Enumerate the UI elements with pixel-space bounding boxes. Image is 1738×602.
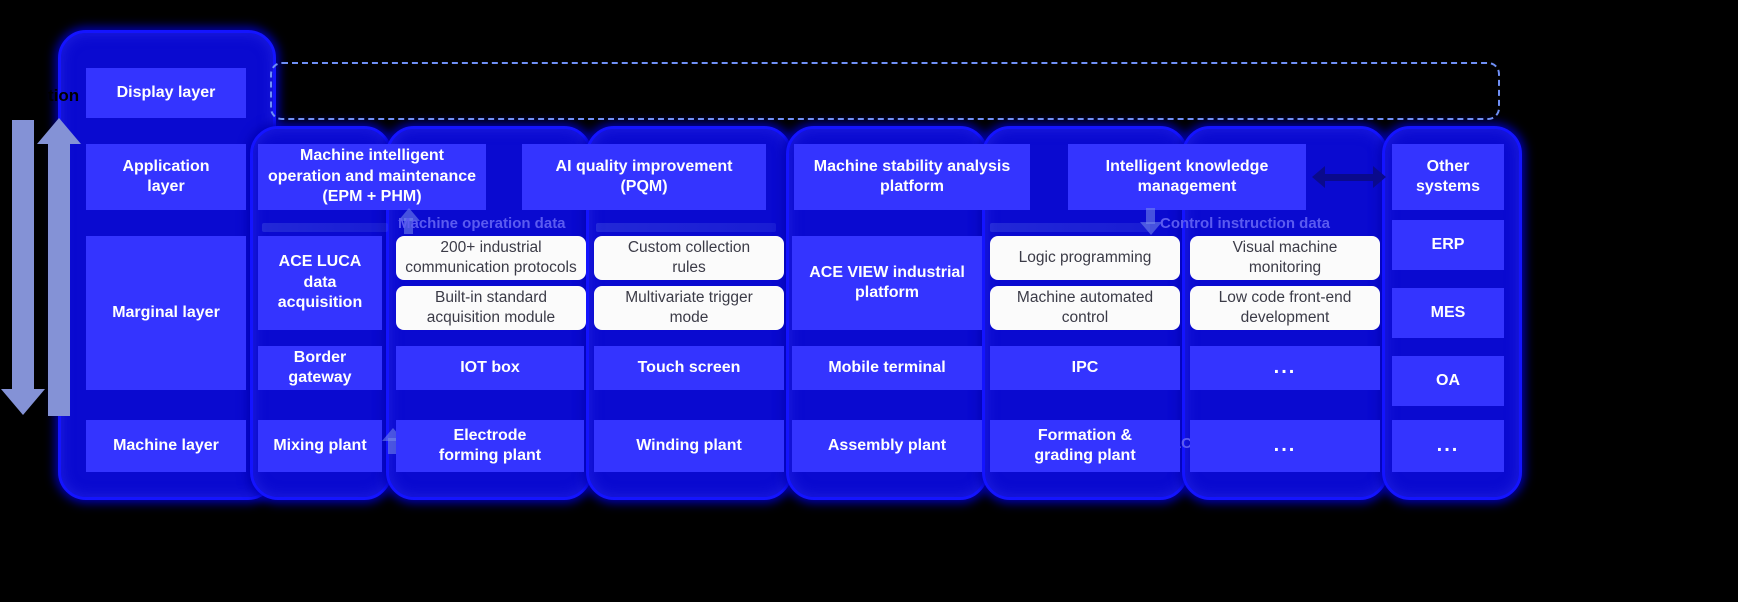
flow-arrow-up-stem	[404, 218, 413, 234]
cell-device-mobile-terminal[interactable]: Mobile terminal	[792, 346, 982, 390]
cell-industrial-communication-protocols[interactable]: 200+ industrial communication protocols	[396, 236, 586, 280]
cell-machine-mixing-plant[interactable]: Mixing plant	[258, 420, 382, 472]
arrow-right-head	[1373, 166, 1386, 188]
cell-marginal-layer-label[interactable]: Marginal layer	[86, 236, 246, 390]
cell-app-other-systems[interactable]: Other systems	[1392, 144, 1504, 210]
cell-custom-collection-rules[interactable]: Custom collection rules	[594, 236, 784, 280]
cell-machine-electrode-forming-plant[interactable]: Electrode forming plant	[396, 420, 584, 472]
flow-label-machine-operation-data: Machine operation data	[398, 214, 566, 232]
cell-device-touch-screen[interactable]: Touch screen	[594, 346, 784, 390]
flow-arrow-up-head-icon	[398, 208, 420, 221]
cell-visual-machine-monitoring[interactable]: Visual machine monitoring	[1190, 236, 1380, 280]
cell-application-layer-label[interactable]: Application layer	[86, 144, 246, 210]
cell-machine-right-more[interactable]: ...	[1392, 420, 1504, 472]
flow-arrow-down-head-icon	[1140, 222, 1162, 235]
flow-arrow-up-stem-2	[388, 438, 397, 454]
cell-machine-more[interactable]: ...	[1190, 420, 1380, 472]
cell-logic-programming[interactable]: Logic programming	[990, 236, 1180, 280]
cell-machine-winding-plant[interactable]: Winding plant	[594, 420, 784, 472]
cell-machine-layer-label[interactable]: Machine layer	[86, 420, 246, 472]
cell-device-more[interactable]: ...	[1190, 346, 1380, 390]
connector-bar	[1325, 173, 1373, 181]
cell-device-border-gateway[interactable]: Border gateway	[258, 346, 382, 390]
flow-strip-upper-right	[990, 223, 1150, 232]
arrow-left-head	[1312, 166, 1325, 188]
cell-device-ipc[interactable]: IPC	[990, 346, 1180, 390]
cell-app-intelligent-knowledge-management[interactable]: Intelligent knowledge management	[1068, 144, 1306, 210]
cell-low-code-front-end-development[interactable]: Low code front-end development	[1190, 286, 1380, 330]
display-layer-dashed-container	[270, 62, 1500, 120]
side-arrow-down	[1, 120, 45, 415]
cell-device-iot-box[interactable]: IOT box	[396, 346, 584, 390]
cell-ace-luca-data-acquisition[interactable]: ACE LUCA data acquisition	[258, 236, 382, 330]
side-arrow-up	[37, 118, 81, 416]
flow-strip-upper-left-2	[596, 223, 776, 232]
cell-system-mes[interactable]: MES	[1392, 288, 1504, 338]
flow-label-control-instruction-data: Control instruction data	[1160, 214, 1330, 232]
cell-system-erp[interactable]: ERP	[1392, 220, 1504, 270]
cell-app-machine-stability-analysis[interactable]: Machine stability analysis platform	[794, 144, 1030, 210]
cell-machine-assembly-plant[interactable]: Assembly plant	[792, 420, 982, 472]
cell-display-layer[interactable]: Display layer	[86, 68, 246, 118]
side-axis-label: tion	[48, 86, 80, 105]
cell-machine-formation-grading-plant[interactable]: Formation & grading plant	[990, 420, 1180, 472]
cell-app-machine-intelligent-ops[interactable]: Machine intelligent operation and mainte…	[258, 144, 486, 210]
cell-machine-automated-control[interactable]: Machine automated control	[990, 286, 1180, 330]
cell-app-ai-quality-improvement[interactable]: AI quality improvement (PQM)	[522, 144, 766, 210]
cell-builtin-standard-acquisition-module[interactable]: Built-in standard acquisition module	[396, 286, 586, 330]
flow-strip-upper-left	[262, 223, 388, 232]
cell-system-oa[interactable]: OA	[1392, 356, 1504, 406]
bidirectional-connector-icon	[1312, 166, 1386, 188]
cell-ace-view-industrial-platform[interactable]: ACE VIEW industrial platform	[792, 236, 982, 330]
cell-multivariate-trigger-mode[interactable]: Multivariate trigger mode	[594, 286, 784, 330]
flow-arrow-down-stem	[1146, 208, 1155, 224]
